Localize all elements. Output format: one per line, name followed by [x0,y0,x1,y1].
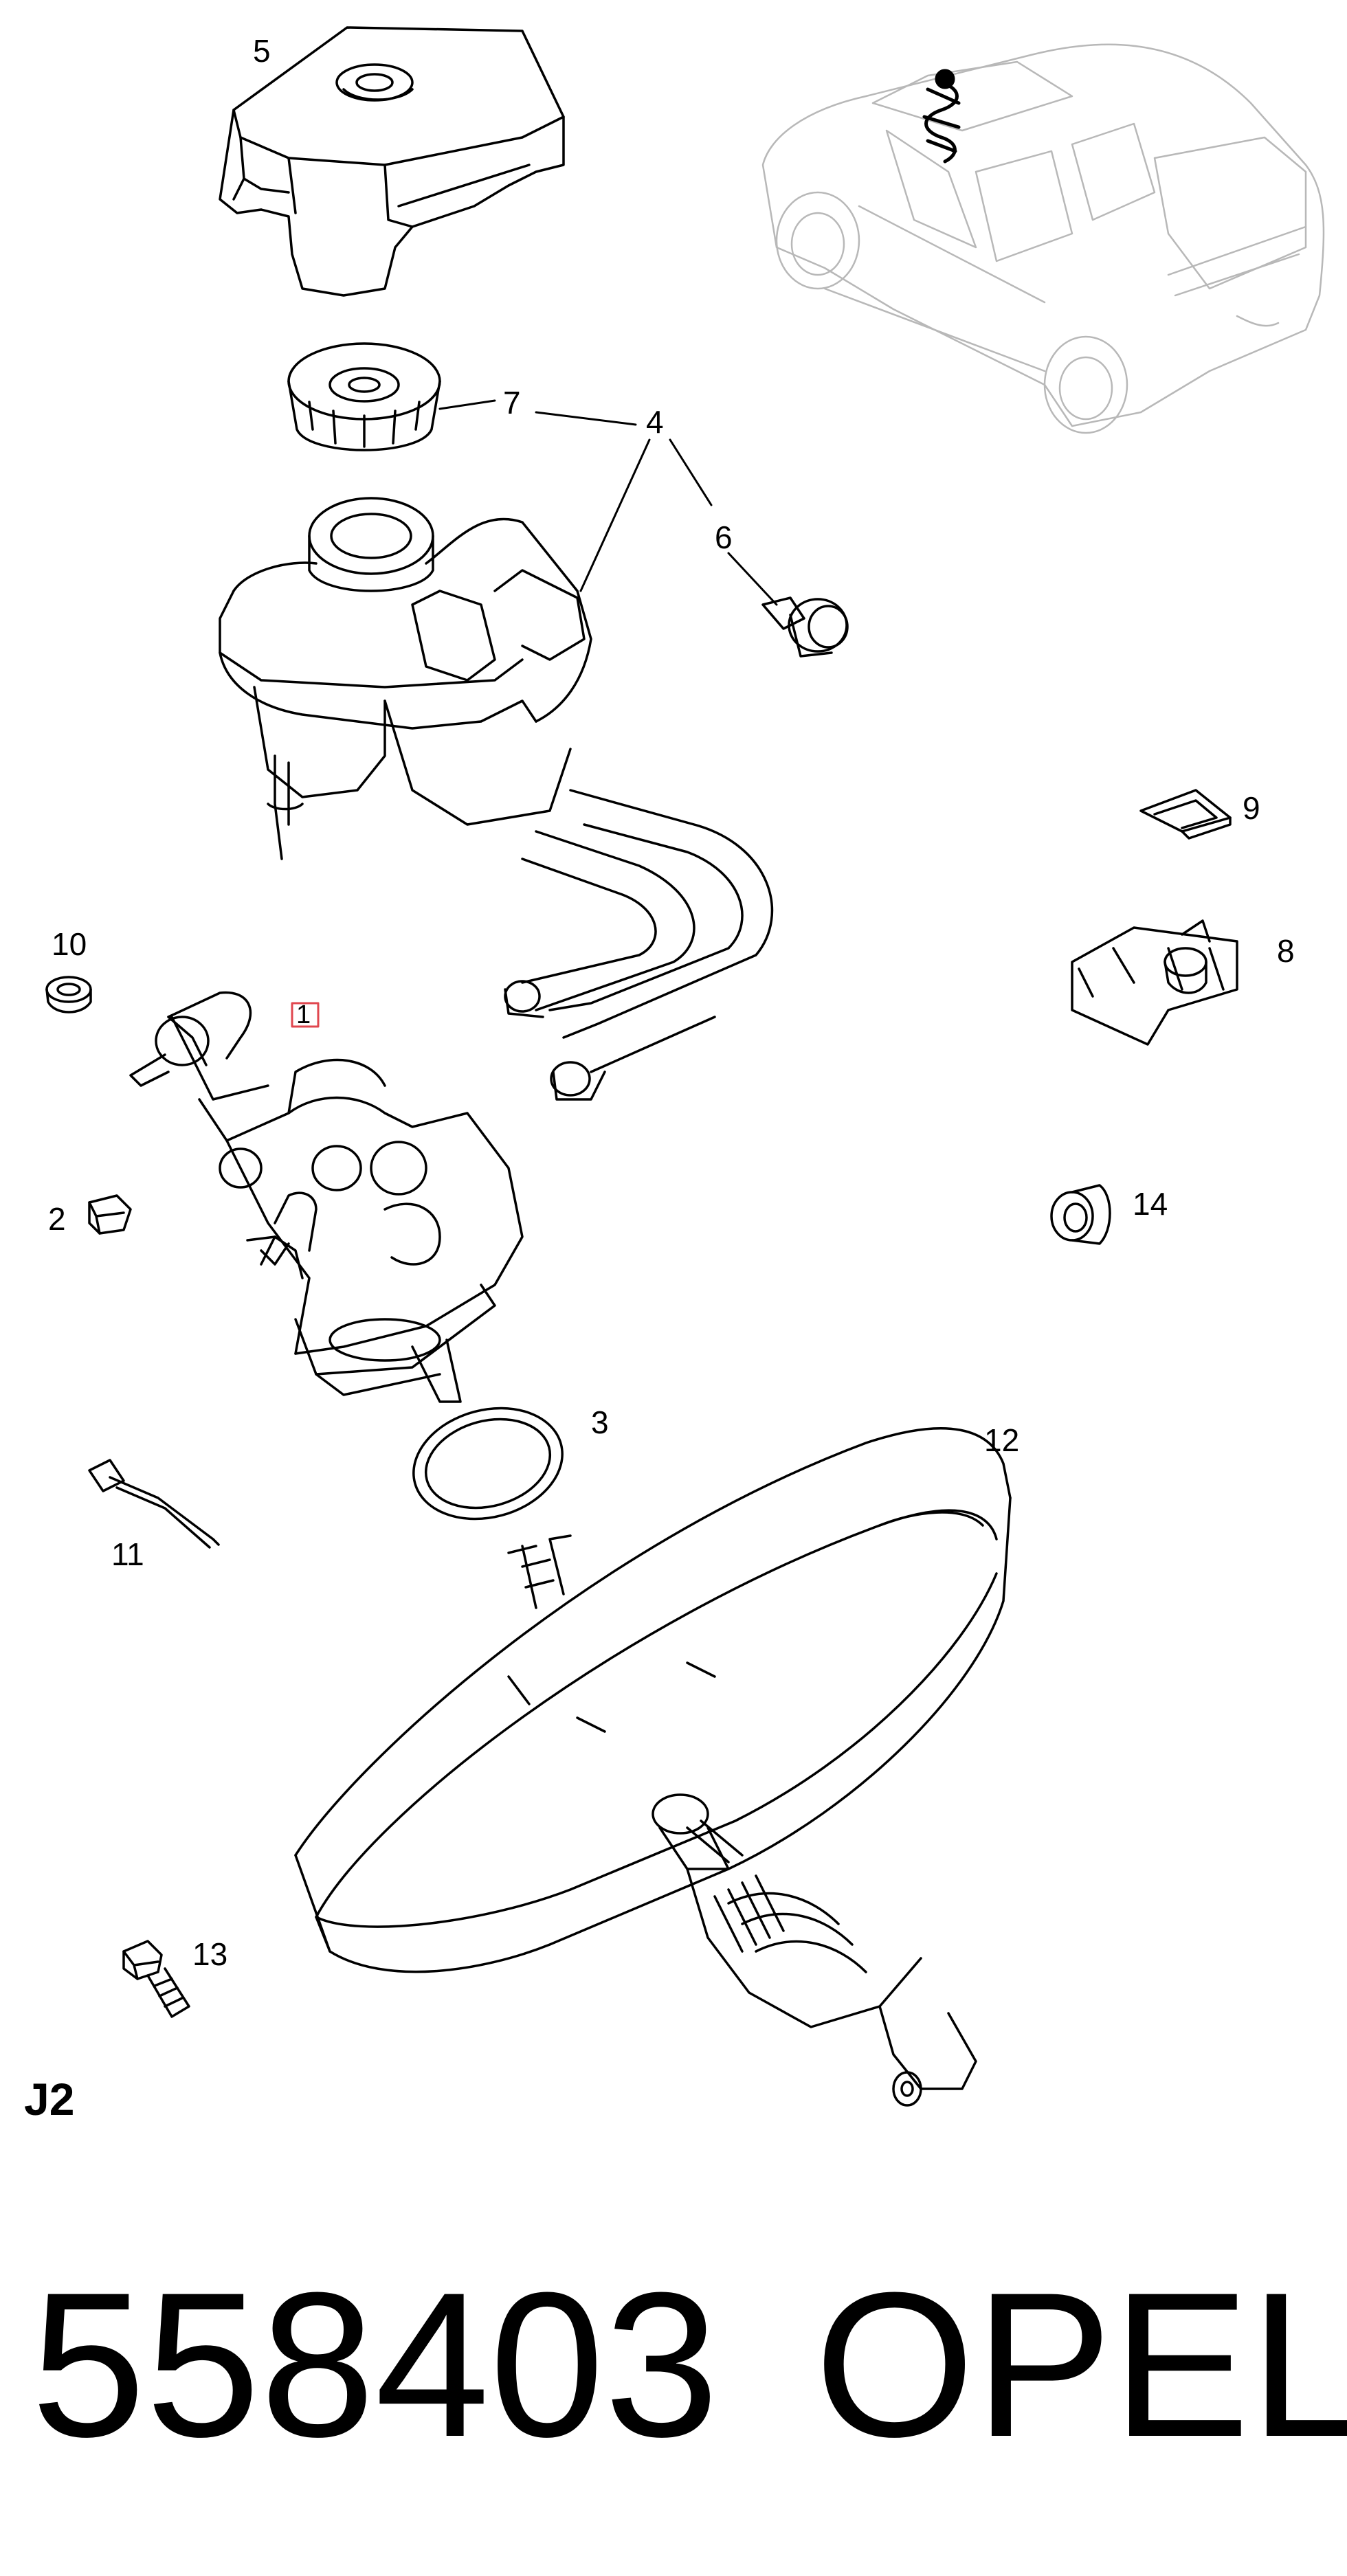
callout-7[interactable]: 7 [503,385,521,421]
callout-14[interactable]: 14 [1133,1186,1168,1222]
callout-3[interactable]: 3 [591,1404,609,1440]
part-number: 558403 [31,2249,719,2480]
callout-13[interactable]: 13 [192,1936,227,1972]
part-3-seal-ring[interactable] [401,1392,575,1535]
callout-9[interactable]: 9 [1243,790,1260,826]
vehicle-locator-image [761,43,1325,434]
part-1-master-cylinder[interactable] [129,991,524,1403]
callout-12[interactable]: 12 [984,1422,1019,1458]
callout-labels: 5 7 4 6 9 8 10 1 2 14 3 12 11 13 [48,33,1295,1972]
callout-11[interactable]: 11 [111,1536,144,1572]
part-8-bracket[interactable] [1071,919,1238,1046]
part-5-cover[interactable] [219,26,565,297]
reservoir-hoses [504,789,774,1101]
location-marker [922,69,961,164]
part-11-pin[interactable] [88,1459,220,1549]
callout-10[interactable]: 10 [52,926,87,962]
part-6-plug[interactable] [761,596,849,658]
part-1-highlight-box [291,1002,320,1028]
callout-1[interactable]: 1 [296,1000,311,1029]
section-code: J2 [24,2074,74,2125]
part-2-nut[interactable] [88,1194,132,1235]
part-9-clip[interactable] [1139,789,1232,840]
callout-5[interactable]: 5 [253,33,271,69]
part-7-reservoir-cap[interactable] [287,342,441,451]
brand-name: OPEL [814,2249,1347,2480]
part-12-brake-booster[interactable] [294,1426,1012,2107]
callout-4[interactable]: 4 [646,404,664,440]
part-10-grommet[interactable] [45,976,92,1013]
callout-2[interactable]: 2 [48,1201,66,1237]
leader-lines [438,399,778,606]
callout-6[interactable]: 6 [715,519,733,555]
part-4-fluid-reservoir[interactable] [219,497,592,860]
part-14-grommet[interactable] [1050,1184,1111,1245]
part-13-bolt[interactable] [122,1940,190,2018]
callout-8[interactable]: 8 [1277,933,1295,969]
